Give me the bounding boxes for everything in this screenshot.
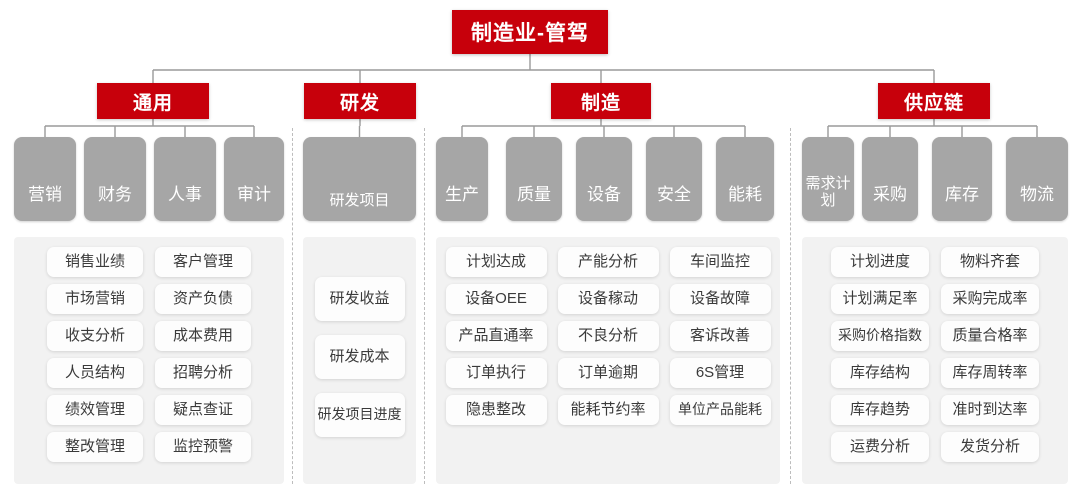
mid-box-general-2[interactable]: 人事 [154, 137, 216, 221]
leaf-row: 人员结构招聘分析 [14, 358, 284, 388]
leaf-card[interactable]: 物料齐套 [941, 247, 1039, 277]
mid-box-rnd-0[interactable]: 研发项目 [303, 137, 416, 221]
leaf-panel-rnd: 研发收益研发成本研发项目进度 [303, 237, 416, 484]
leaf-row: 研发成本 [303, 335, 416, 379]
group-separator-0 [292, 128, 293, 484]
leaf-card[interactable]: 采购完成率 [941, 284, 1039, 314]
leaf-card[interactable]: 疑点查证 [155, 395, 251, 425]
leaf-card[interactable]: 计划进度 [831, 247, 929, 277]
leaf-row: 计划满足率采购完成率 [802, 284, 1068, 314]
leaf-row: 计划进度物料齐套 [802, 247, 1068, 277]
leaf-card[interactable]: 准时到达率 [941, 395, 1039, 425]
leaf-card[interactable]: 设备稼动 [557, 284, 659, 314]
leaf-card[interactable]: 人员结构 [47, 358, 143, 388]
leaf-row: 采购价格指数质量合格率 [802, 321, 1068, 351]
mid-box-supplychain-2[interactable]: 库存 [932, 137, 992, 221]
leaf-card[interactable]: 产能分析 [557, 247, 659, 277]
mid-box-manufacturing-1[interactable]: 质量 [506, 137, 562, 221]
leaf-row: 产品直通率不良分析客诉改善 [436, 321, 780, 351]
leaf-card[interactable]: 计划满足率 [831, 284, 929, 314]
leaf-row: 整改管理监控预警 [14, 432, 284, 462]
leaf-row: 研发项目进度 [303, 393, 416, 437]
leaf-card[interactable]: 隐患整改 [445, 395, 547, 425]
mid-box-general-1[interactable]: 财务 [84, 137, 146, 221]
mid-box-general-0[interactable]: 营销 [14, 137, 76, 221]
leaf-card[interactable]: 订单执行 [445, 358, 547, 388]
leaf-card[interactable]: 6S管理 [669, 358, 771, 388]
leaf-card[interactable]: 招聘分析 [155, 358, 251, 388]
leaf-card[interactable]: 订单逾期 [557, 358, 659, 388]
group-header-supplychain[interactable]: 供应链 [878, 83, 990, 119]
leaf-row: 绩效管理疑点查证 [14, 395, 284, 425]
leaf-card[interactable]: 库存周转率 [941, 358, 1039, 388]
leaf-row: 市场营销资产负债 [14, 284, 284, 314]
leaf-card[interactable]: 客诉改善 [669, 321, 771, 351]
leaf-card[interactable]: 计划达成 [445, 247, 547, 277]
leaf-card[interactable]: 收支分析 [47, 321, 143, 351]
leaf-card[interactable]: 设备故障 [669, 284, 771, 314]
leaf-card[interactable]: 不良分析 [557, 321, 659, 351]
group-separator-2 [790, 128, 791, 484]
leaf-card[interactable]: 质量合格率 [941, 321, 1039, 351]
leaf-row: 库存趋势准时到达率 [802, 395, 1068, 425]
leaf-card[interactable]: 车间监控 [669, 247, 771, 277]
group-header-manufacturing[interactable]: 制造 [551, 83, 651, 119]
leaf-panel-supplychain: 计划进度物料齐套计划满足率采购完成率采购价格指数质量合格率库存结构库存周转率库存… [802, 237, 1068, 484]
leaf-card[interactable]: 整改管理 [47, 432, 143, 462]
leaf-row: 设备OEE 设备稼动设备故障 [436, 284, 780, 314]
leaf-card[interactable]: 研发成本 [314, 335, 405, 379]
root-node[interactable]: 制造业-管驾 [452, 10, 608, 54]
leaf-card[interactable]: 产品直通率 [445, 321, 547, 351]
leaf-card[interactable]: 市场营销 [47, 284, 143, 314]
leaf-card[interactable]: 成本费用 [155, 321, 251, 351]
leaf-card[interactable]: 销售业绩 [47, 247, 143, 277]
group-header-rnd[interactable]: 研发 [304, 83, 416, 119]
leaf-card[interactable]: 绩效管理 [47, 395, 143, 425]
leaf-card[interactable]: 客户管理 [155, 247, 251, 277]
mid-box-manufacturing-3[interactable]: 安全 [646, 137, 702, 221]
leaf-card[interactable]: 发货分析 [941, 432, 1039, 462]
leaf-card[interactable]: 采购价格指数 [831, 321, 929, 351]
mid-box-supplychain-0[interactable]: 需求计划 [802, 137, 854, 221]
leaf-row: 收支分析成本费用 [14, 321, 284, 351]
leaf-card[interactable]: 研发项目进度 [314, 393, 405, 437]
mid-box-supplychain-3[interactable]: 物流 [1006, 137, 1068, 221]
group-separator-1 [424, 128, 425, 484]
leaf-panel-general: 销售业绩客户管理市场营销资产负债收支分析成本费用人员结构招聘分析绩效管理疑点查证… [14, 237, 284, 484]
leaf-row: 隐患整改能耗节约率单位产品能耗 [436, 395, 780, 425]
leaf-row: 研发收益 [303, 277, 416, 321]
leaf-row: 订单执行订单逾期 6S管理 [436, 358, 780, 388]
mid-box-supplychain-1[interactable]: 采购 [862, 137, 918, 221]
mid-box-manufacturing-2[interactable]: 设备 [576, 137, 632, 221]
leaf-card[interactable]: 运费分析 [831, 432, 929, 462]
leaf-card[interactable]: 库存结构 [831, 358, 929, 388]
leaf-card[interactable]: 能耗节约率 [557, 395, 659, 425]
leaf-row: 计划达成产能分析车间监控 [436, 247, 780, 277]
leaf-row: 库存结构库存周转率 [802, 358, 1068, 388]
mid-box-general-3[interactable]: 审计 [224, 137, 284, 221]
leaf-card[interactable]: 资产负债 [155, 284, 251, 314]
mid-box-manufacturing-0[interactable]: 生产 [436, 137, 488, 221]
leaf-card[interactable]: 监控预警 [155, 432, 251, 462]
leaf-card[interactable]: 设备OEE [445, 284, 547, 314]
leaf-row: 运费分析发货分析 [802, 432, 1068, 462]
leaf-card[interactable]: 单位产品能耗 [669, 395, 771, 425]
leaf-card[interactable]: 库存趋势 [831, 395, 929, 425]
leaf-row: 销售业绩客户管理 [14, 247, 284, 277]
leaf-card[interactable]: 研发收益 [314, 277, 405, 321]
mid-box-manufacturing-4[interactable]: 能耗 [716, 137, 774, 221]
group-header-general[interactable]: 通用 [97, 83, 209, 119]
